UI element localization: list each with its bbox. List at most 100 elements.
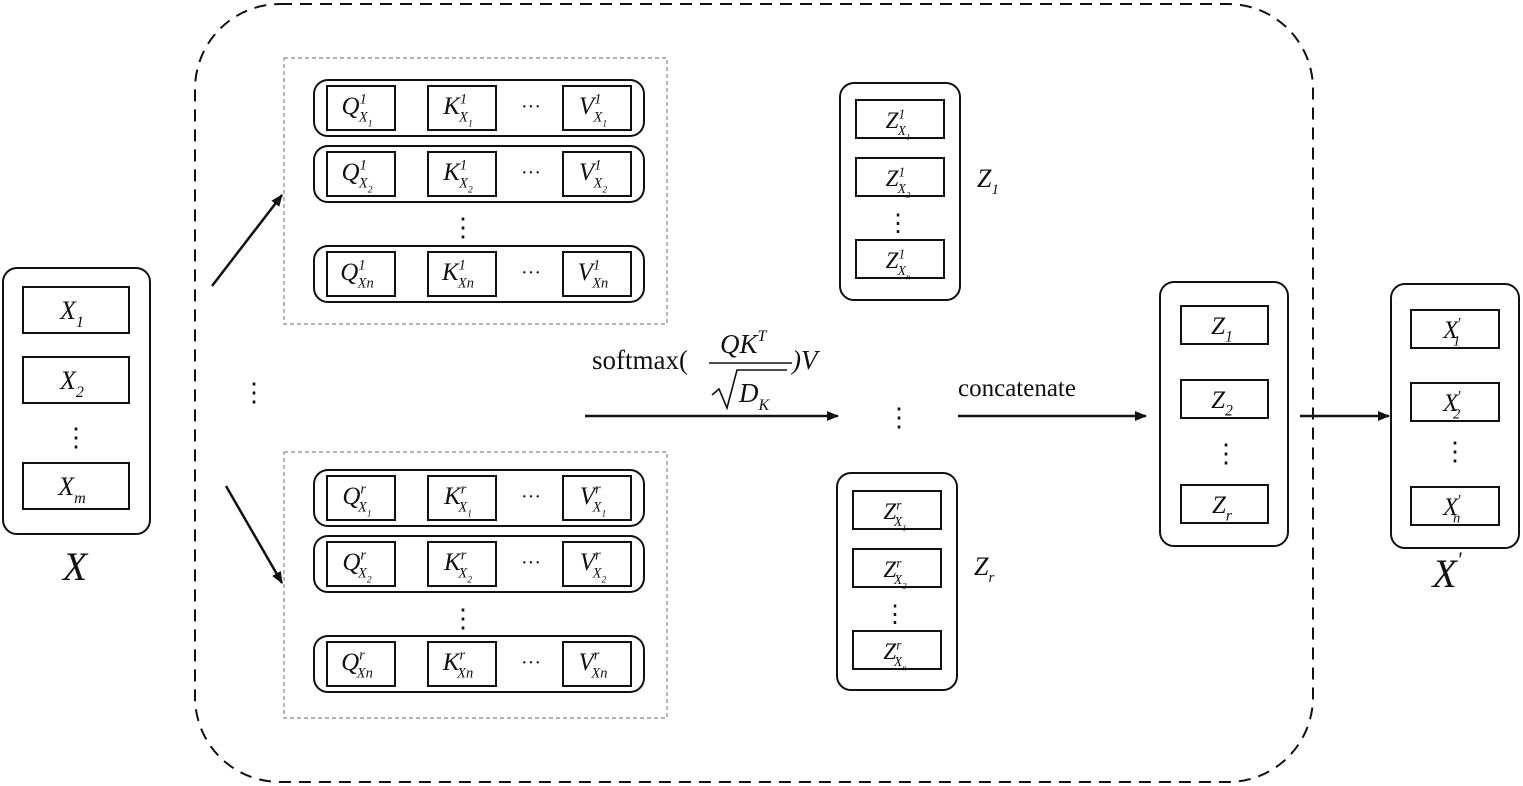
output-item-label: X'1: [1442, 316, 1461, 350]
qkv-cell-box: [326, 475, 396, 521]
input-vertical-ellipsis: ⋮: [63, 423, 89, 452]
formula-sqrt-sign: [711, 369, 787, 411]
concat-vertical-ellipsis: ⋮: [1213, 439, 1239, 468]
qkv-cell-box: [326, 251, 396, 297]
z-items-ellipsis: ⋮: [883, 602, 907, 628]
formula-prefix: softmax(: [592, 345, 688, 375]
qkv-row-ellipsis: ···: [521, 96, 541, 118]
qkv-cell-box: [562, 151, 632, 197]
z-items-ellipsis: ⋮: [886, 211, 910, 237]
output-item-box: [1410, 309, 1500, 349]
qkv-cell-box: [427, 251, 497, 297]
qkv-cell-box: [562, 475, 632, 521]
input-item-box: [22, 286, 130, 334]
head-group-r-outline: [283, 451, 668, 719]
concat-item-box: [1180, 484, 1269, 524]
concat-item-label: Zr: [1212, 492, 1233, 525]
head-1-rows-ellipsis: ⋮: [450, 213, 476, 242]
input-label: X: [61, 544, 89, 589]
arrow-input-to-head-r: [224, 485, 284, 584]
concat-item-box: [1180, 379, 1269, 419]
output-label: X': [1430, 547, 1461, 596]
qkv-cell-box: [427, 151, 497, 197]
head-r-rows-ellipsis: ⋮: [450, 604, 476, 633]
z-item-box: [852, 630, 942, 670]
output-item-label: X'n: [1442, 493, 1461, 527]
concat-item-box: [1180, 305, 1269, 345]
output-item-box: [1410, 382, 1500, 422]
qkv-cell-box: [427, 85, 497, 131]
head-group-1-outline: [283, 57, 668, 325]
attention-formula: softmax( QKT DK )V: [592, 328, 821, 414]
qkv-cell-box: [562, 541, 632, 587]
z-item-box: [855, 99, 945, 139]
qkv-row-ellipsis: ···: [521, 552, 541, 574]
z-group-r-label: Zr: [974, 552, 994, 586]
arrow-input-to-head-1: [211, 194, 283, 287]
concat-item-label: Z1: [1211, 313, 1233, 346]
heads-vertical-ellipsis: ⋮: [241, 378, 267, 407]
input-item-box: [22, 356, 130, 404]
formula-suffix: )V: [790, 345, 821, 375]
output-group: ⋮ X' X'1X'2X'n: [1390, 283, 1520, 596]
output-item-box: [1410, 486, 1500, 526]
qkv-cell-box: [326, 151, 396, 197]
qkv-cell-box: [562, 85, 632, 131]
attention-module-outline: [194, 3, 1314, 783]
qkv-cell-box: [562, 641, 632, 687]
z-item-box: [852, 548, 942, 588]
z-groups-vertical-ellipsis: ⋮: [886, 403, 912, 432]
input-item-label: Xm: [57, 472, 86, 507]
qkv-cell-box: [326, 85, 396, 131]
output-item-label: X'2: [1442, 389, 1461, 423]
input-item-box: [22, 462, 130, 510]
formula-denominator: DK: [738, 378, 771, 414]
qkv-row-ellipsis: ···: [521, 486, 541, 508]
z-item-box: [852, 490, 942, 530]
qkv-cell-box: [562, 251, 632, 297]
qkv-cell-box: [427, 641, 497, 687]
output-vertical-ellipsis: ⋮: [1442, 437, 1468, 466]
input-item-label: X1: [59, 296, 84, 331]
z-item-box: [855, 239, 945, 279]
qkv-row-ellipsis: ···: [521, 652, 541, 674]
qkv-row-ellipsis: ···: [521, 262, 541, 284]
z-group-1-label: Z1: [977, 164, 999, 198]
qkv-cell-box: [427, 541, 497, 587]
qkv-cell-box: [326, 541, 396, 587]
qkv-cell-box: [326, 641, 396, 687]
qkv-row-ellipsis: ···: [521, 162, 541, 184]
concat-item-label: Z2: [1211, 387, 1233, 420]
